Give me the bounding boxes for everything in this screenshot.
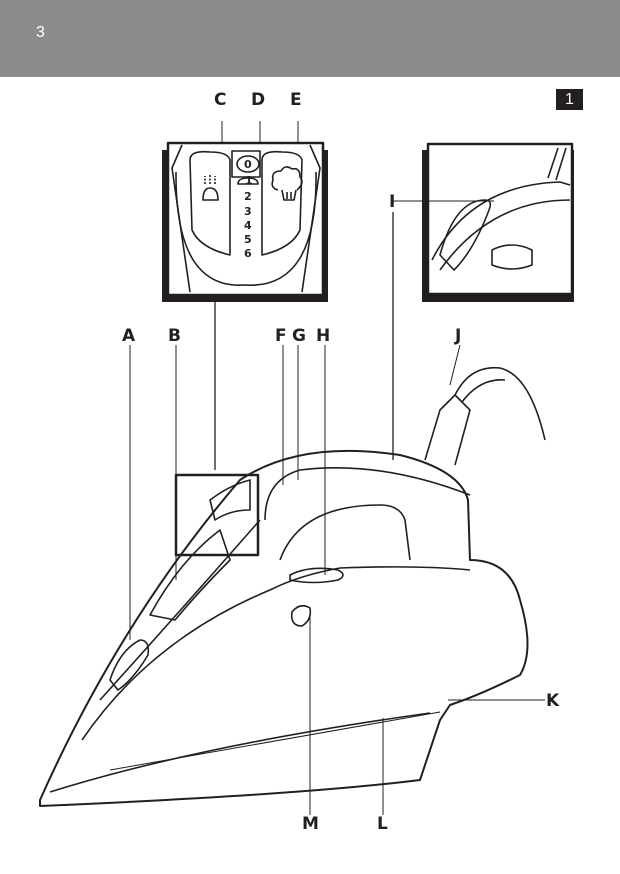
label-b: B <box>168 326 181 346</box>
label-c: C <box>214 90 227 110</box>
closeup-inset <box>392 142 574 302</box>
label-k: K <box>546 691 560 711</box>
leader-lines <box>129 344 545 815</box>
label-m: M <box>302 814 319 834</box>
dial-mark-3: 3 <box>244 205 252 218</box>
steam-shot-icon <box>271 166 303 201</box>
dial-inset: 0 1 2 3 4 5 6 <box>162 121 328 302</box>
label-h: H <box>316 326 331 346</box>
dial-mark-2: 2 <box>244 190 252 203</box>
dial-mark-1: 1 <box>245 174 253 187</box>
page-number: 3 <box>36 24 45 41</box>
label-g: G <box>292 326 306 346</box>
label-a: A <box>122 326 136 346</box>
label-e: E <box>290 90 302 110</box>
label-l: L <box>377 814 388 834</box>
label-j: J <box>455 326 462 346</box>
spray-icon <box>202 174 219 201</box>
dial-mark-4: 4 <box>244 219 252 232</box>
dial-mark-5: 5 <box>244 233 252 246</box>
label-f: F <box>275 326 287 346</box>
dial-mark-6: 6 <box>244 247 252 260</box>
page-header-bar: 3 <box>0 0 620 77</box>
label-d: D <box>251 90 266 110</box>
figure-number-badge: 1 <box>556 89 583 110</box>
label-i: I <box>389 192 396 212</box>
iron-body <box>39 366 546 807</box>
dial-mark-0: 0 <box>244 158 252 171</box>
